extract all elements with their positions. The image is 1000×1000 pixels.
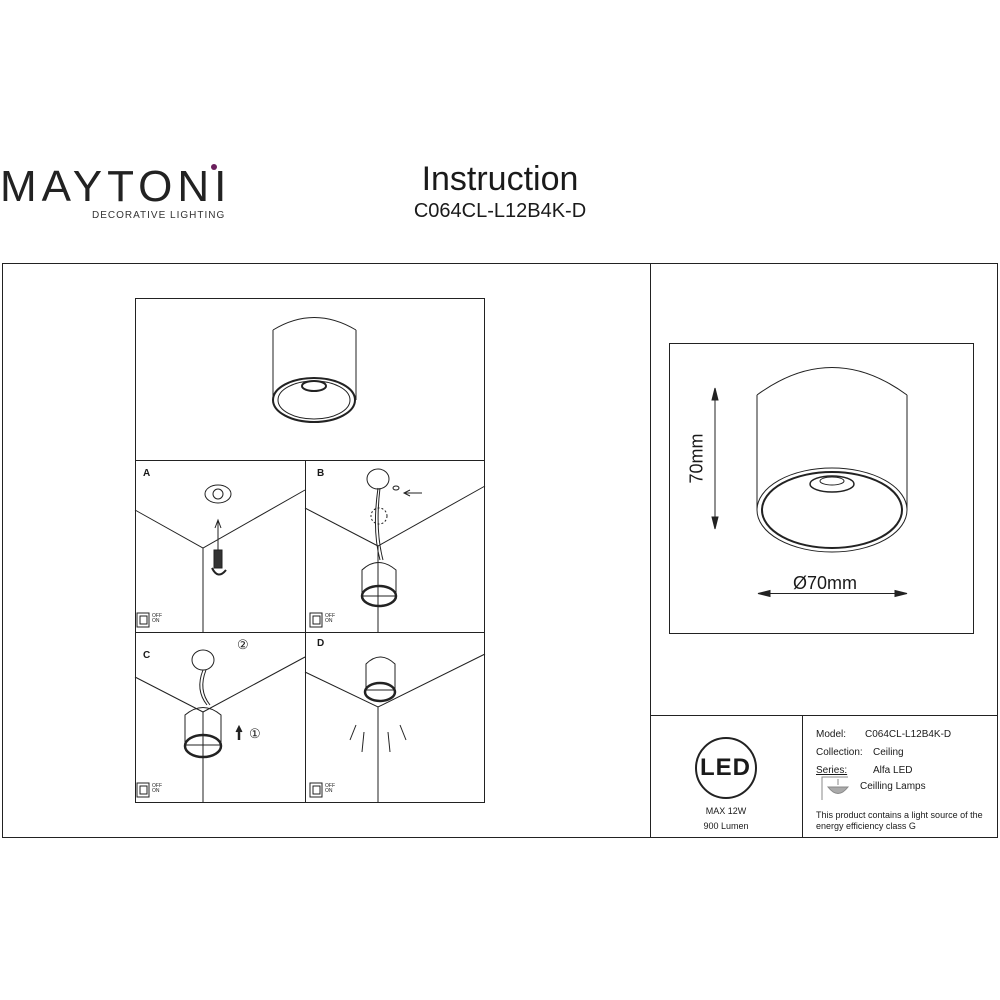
page-title: Instruction — [421, 160, 579, 198]
model-value: C064CL-L12B4K-D — [865, 729, 952, 740]
step-d-drawing — [349, 656, 407, 753]
logo-dot — [211, 164, 217, 170]
led-label: LED — [700, 754, 751, 781]
outer-frame — [2, 263, 998, 838]
model-label: Model: — [816, 729, 847, 740]
ceiling-lamp-icon — [821, 776, 850, 800]
category: Ceilling Lamps — [860, 781, 926, 792]
dimension-product — [756, 367, 908, 553]
dimension-box — [669, 343, 974, 634]
step-label-c: C — [143, 650, 151, 661]
dimension-arrows — [711, 387, 908, 598]
led-badge — [695, 737, 757, 799]
max-power: MAX 12W — [705, 806, 747, 816]
brand-logo: MAYTONI — [0, 162, 232, 211]
collection-value: Ceiling — [873, 747, 904, 758]
energy-note: This product contains a light source of … — [816, 810, 983, 820]
series-label: Series: — [816, 765, 848, 776]
step-marker-1: ① — [249, 726, 261, 741]
lumen: 900 Lumen — [703, 821, 749, 831]
diameter-dimension: Ø70mm — [793, 573, 858, 593]
series-value: Alfa LED — [873, 765, 913, 776]
energy-note: energy efficiency class G — [816, 821, 916, 831]
step-marker-2: ② — [237, 637, 249, 652]
step-b-drawing — [360, 468, 422, 608]
step-a-drawing — [204, 484, 232, 576]
ceiling-lines — [134, 485, 486, 803]
switch-icons — [136, 612, 323, 798]
height-dimension: 70mm — [686, 433, 707, 484]
brand-tagline: DECORATIVE LIGHTING — [92, 210, 226, 221]
product-image — [272, 317, 357, 423]
illustration-box — [135, 298, 485, 803]
step-label-b: B — [317, 468, 325, 479]
model-number: C064CL-L12B4K-D — [413, 200, 587, 222]
step-c-drawing — [183, 649, 243, 759]
collection-label: Collection: — [816, 747, 863, 758]
step-label-a: A — [143, 468, 151, 479]
step-label-d: D — [317, 638, 325, 649]
